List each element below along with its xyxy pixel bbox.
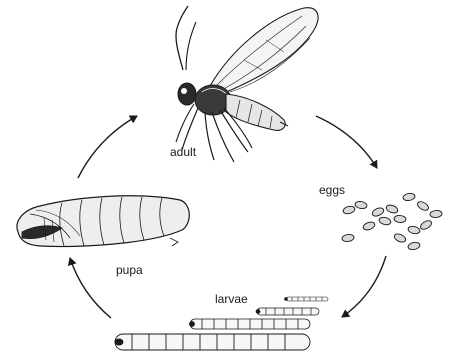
egg (394, 215, 407, 223)
egg (407, 241, 420, 250)
eggs-stage-label: eggs (319, 184, 345, 196)
pupa-illustration (17, 196, 189, 247)
egg (419, 219, 433, 231)
adult-fly-illustration (176, 6, 318, 162)
egg (378, 216, 391, 226)
egg (385, 204, 399, 215)
egg (416, 200, 430, 212)
adult-stage-label: adult (170, 146, 196, 158)
egg (402, 193, 415, 202)
larva-small (256, 308, 319, 315)
arrow-larvae-to-pupa (70, 258, 111, 318)
egg (393, 232, 407, 243)
egg (371, 206, 385, 217)
larva-smallest (285, 297, 329, 301)
larva-medium (190, 319, 311, 329)
egg (362, 221, 376, 232)
egg (407, 225, 420, 234)
eggs-cluster (342, 193, 443, 251)
arrow-adult-to-eggs (316, 116, 377, 168)
larvae-stage-label: larvae (215, 293, 248, 305)
pupa-stage-label: pupa (116, 264, 143, 276)
egg (430, 210, 443, 218)
egg (342, 234, 355, 243)
arrow-eggs-to-larvae (342, 256, 386, 317)
larva-large (115, 334, 310, 350)
egg (354, 201, 367, 210)
egg (342, 205, 355, 215)
arrow-pupa-to-adult (78, 116, 137, 178)
